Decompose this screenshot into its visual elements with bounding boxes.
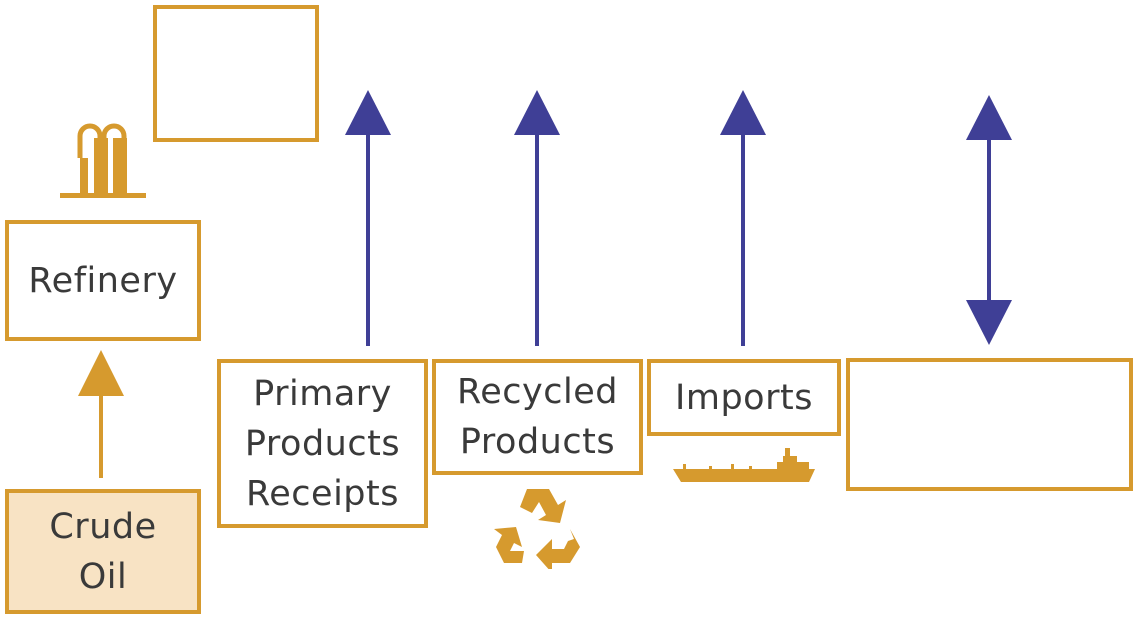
imports-label: Imports <box>675 377 813 418</box>
primary-label-line3: Receipts <box>246 473 399 514</box>
refinery-label: Refinery <box>28 260 178 301</box>
primary-up-arrow <box>345 90 391 346</box>
imports-up-arrow <box>720 90 766 346</box>
recycled-up-arrow <box>514 90 560 346</box>
crude-label-line1: Crude <box>49 506 157 547</box>
primary-products-box: Primary Products Receipts <box>217 359 428 528</box>
recycle-icon <box>494 489 580 569</box>
crude-label-line2: Oil <box>78 556 128 597</box>
recycled-products-box: Recycled Products <box>432 359 643 475</box>
refinery-icon <box>60 123 146 198</box>
top-blank-box <box>153 5 319 142</box>
recycled-label-line1: Recycled <box>457 372 618 412</box>
imports-box: Imports <box>647 359 841 436</box>
primary-label-line1: Primary <box>253 373 392 414</box>
primary-label-line2: Products <box>244 423 401 464</box>
tanker-ship-icon <box>673 448 815 482</box>
crude-to-refinery-arrow <box>78 350 124 478</box>
stock-change-double-arrow <box>966 95 1012 345</box>
refinery-box: Refinery <box>5 220 201 341</box>
right-blank-box <box>846 358 1133 491</box>
crude-oil-box: Crude Oil <box>5 489 201 614</box>
recycled-label-line2: Products <box>459 422 616 462</box>
